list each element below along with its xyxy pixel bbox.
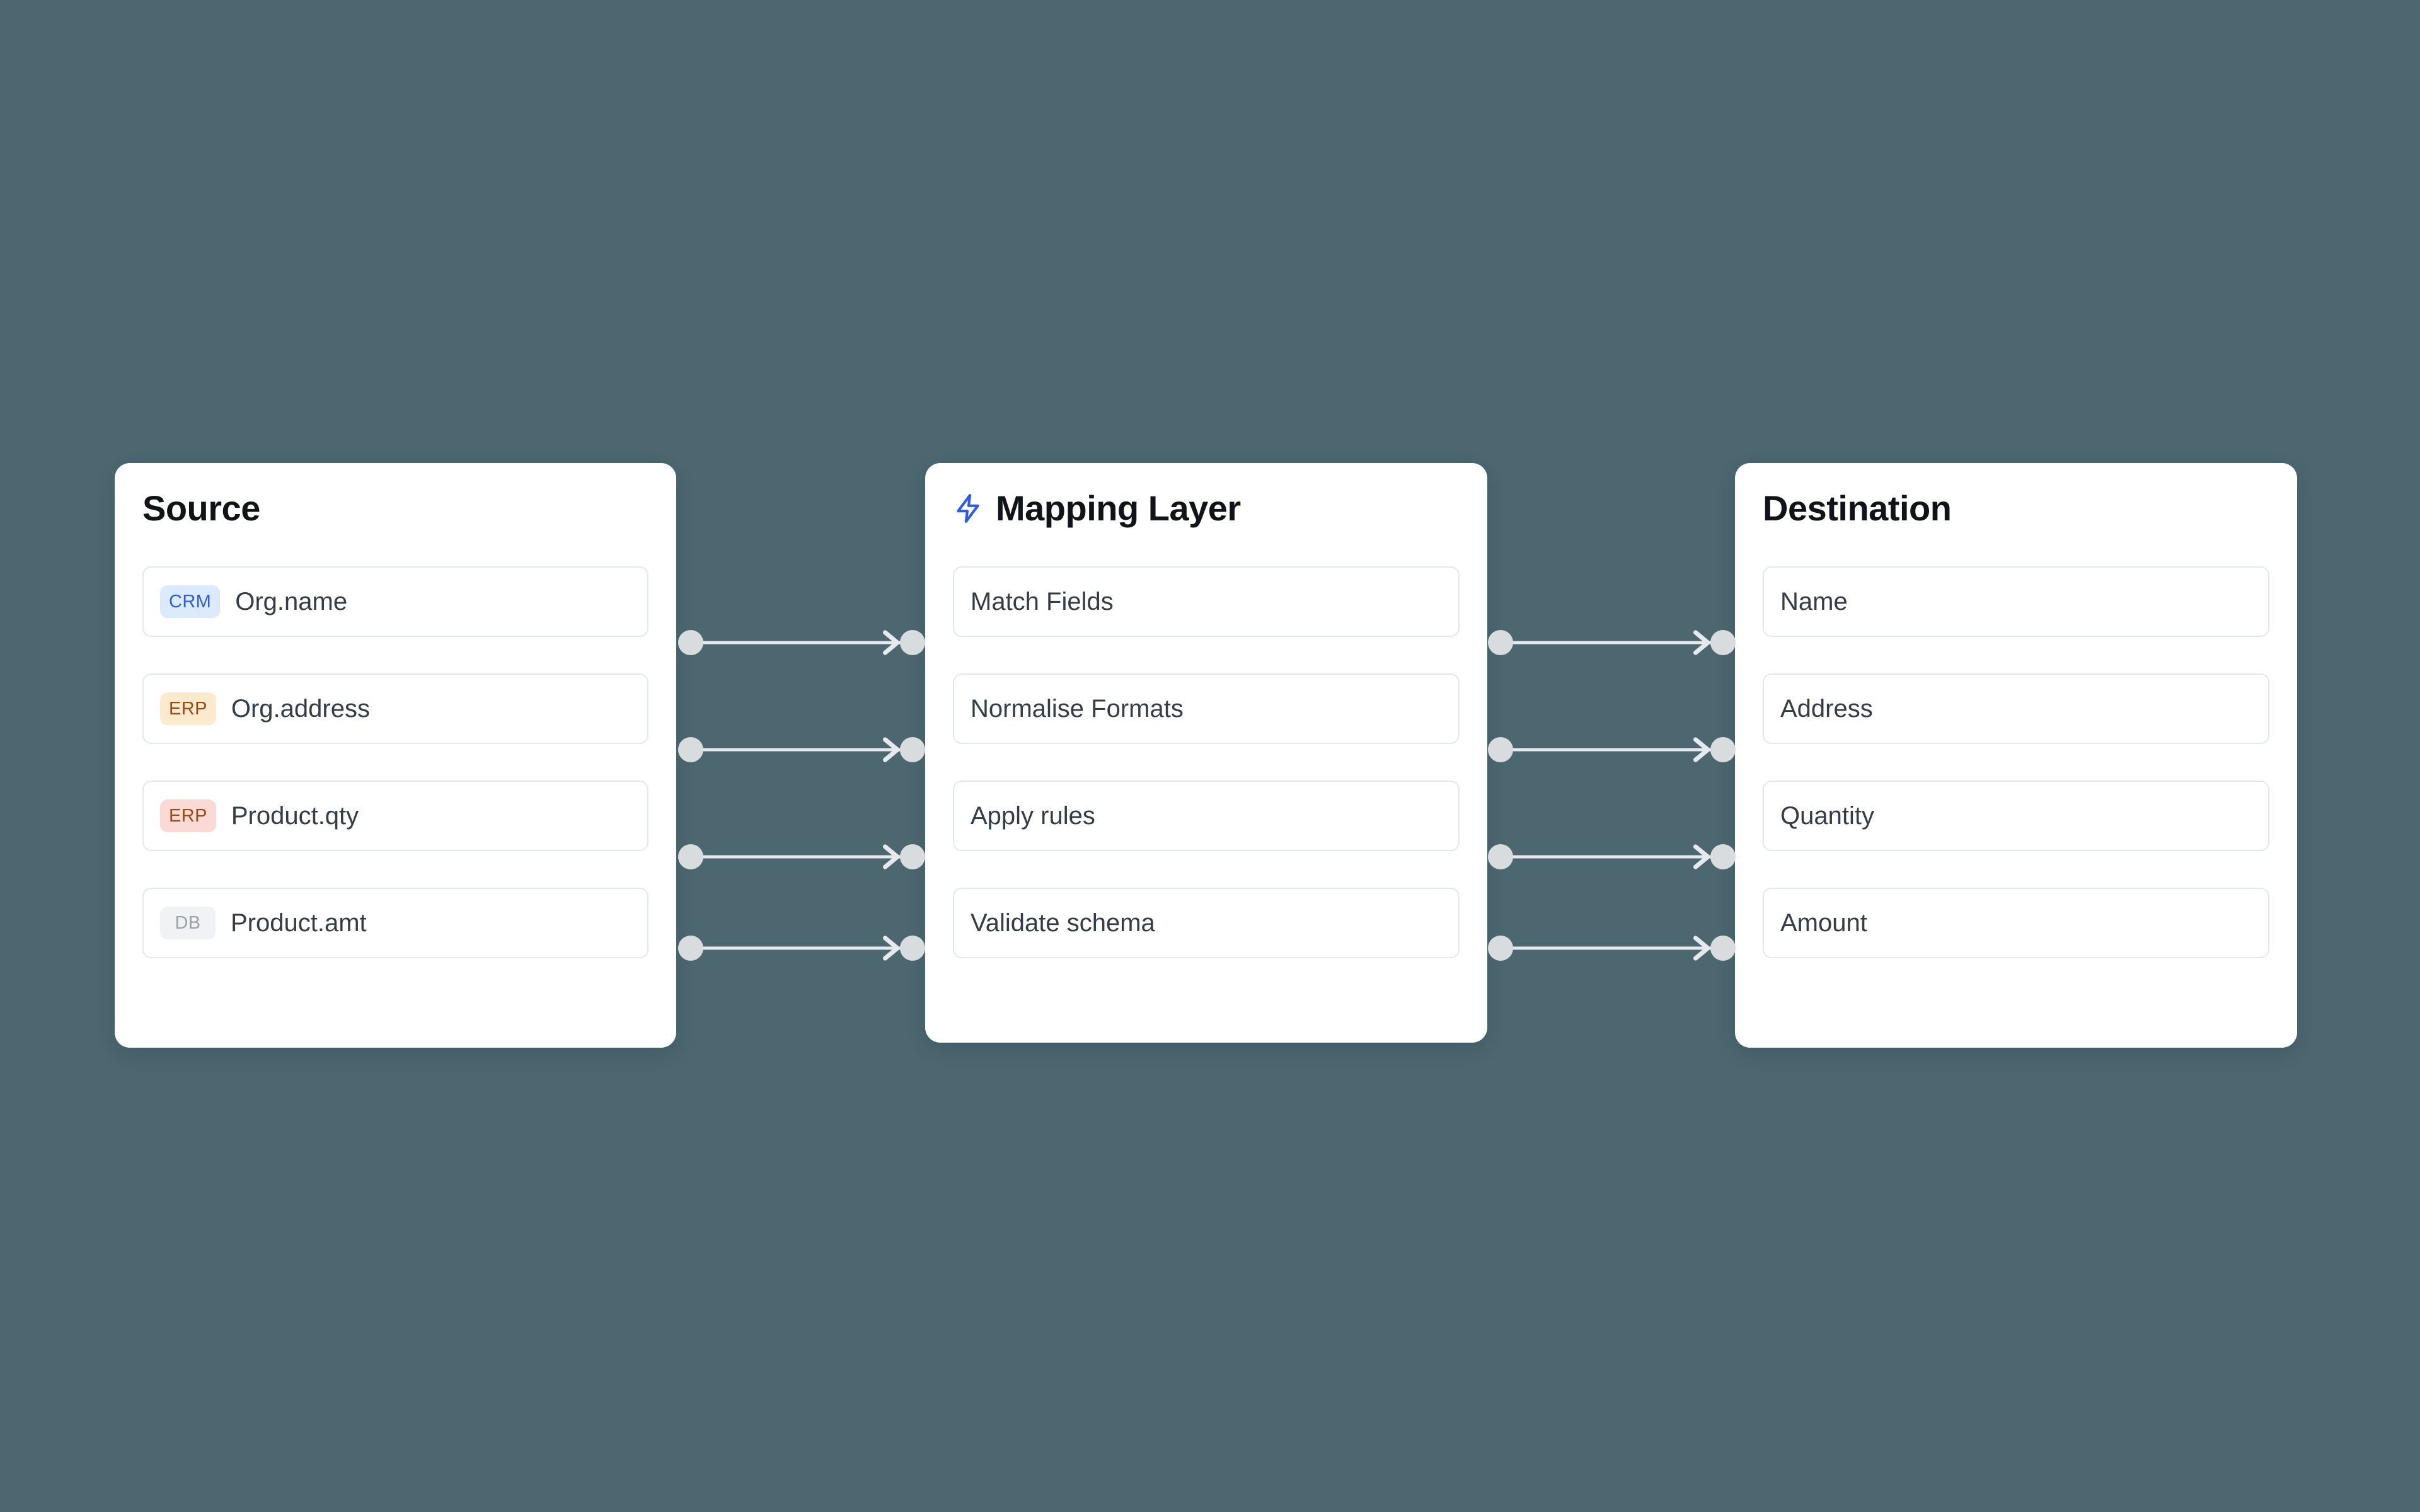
- mapping-row-match-fields[interactable]: Match Fields: [953, 566, 1460, 637]
- source-card: Source CRM Org.name ERP Org.address ERP …: [115, 463, 676, 1048]
- destination-row-label: Amount: [1780, 909, 1867, 937]
- mapping-row-label: Match Fields: [971, 588, 1114, 616]
- connector-dot-start: [678, 737, 703, 762]
- source-card-title: Source: [142, 490, 648, 527]
- mapping-title-text: Mapping Layer: [996, 488, 1241, 528]
- destination-row-quantity[interactable]: Quantity: [1763, 781, 2269, 851]
- mapping-layer-card: Mapping Layer Match Fields Normalise For…: [925, 463, 1487, 1043]
- source-to-mapping-connector-4: [678, 936, 925, 961]
- source-row-product-qty[interactable]: ERP Product.qty: [142, 781, 648, 851]
- source-to-mapping-connector-3: [678, 844, 925, 869]
- source-badge-erp: ERP: [160, 799, 216, 832]
- destination-card: Destination Name Address Quantity Amount: [1735, 463, 2297, 1048]
- source-row-label: Org.address: [231, 695, 370, 723]
- source-row-label: Org.name: [235, 588, 348, 616]
- connector-dot-end: [1710, 737, 1736, 762]
- connector-arrowhead: [1693, 630, 1710, 655]
- connector-arrowhead: [1693, 737, 1710, 762]
- connector-dot-end: [900, 936, 925, 961]
- source-row-label: Product.qty: [231, 802, 359, 830]
- mapping-card-title: Mapping Layer: [953, 490, 1460, 527]
- destination-row-label: Quantity: [1780, 802, 1874, 830]
- zap-icon: [957, 494, 979, 523]
- mapping-to-destination-connector-3: [1488, 844, 1736, 869]
- destination-field-list: Name Address Quantity Amount: [1763, 566, 2269, 958]
- source-to-mapping-connector-1: [678, 630, 925, 655]
- mapping-to-destination-connector-1: [1488, 630, 1736, 655]
- connector-dot-start: [1488, 936, 1513, 961]
- mapping-row-apply-rules[interactable]: Apply rules: [953, 781, 1460, 851]
- source-badge-erp: ERP: [160, 692, 216, 725]
- connector-dot-end: [1710, 936, 1736, 961]
- mapping-to-destination-connector-4: [1488, 936, 1736, 961]
- connector-arrowhead: [883, 936, 900, 961]
- mapping-row-label: Normalise Formats: [971, 695, 1184, 723]
- connector-arrowhead: [883, 630, 900, 655]
- destination-row-name[interactable]: Name: [1763, 566, 2269, 637]
- destination-title-text: Destination: [1763, 488, 1952, 528]
- destination-row-label: Name: [1780, 588, 1848, 616]
- mapping-step-list: Match Fields Normalise Formats Apply rul…: [953, 566, 1460, 958]
- connector-arrowhead: [883, 844, 900, 869]
- connector-dot-end: [900, 737, 925, 762]
- source-row-label: Product.amt: [231, 909, 367, 937]
- source-row-org-name[interactable]: CRM Org.name: [142, 566, 648, 637]
- destination-row-address[interactable]: Address: [1763, 673, 2269, 744]
- connector-dot-start: [1488, 737, 1513, 762]
- source-badge-crm: CRM: [160, 585, 221, 618]
- connector-dot-end: [900, 844, 925, 869]
- mapping-row-validate-schema[interactable]: Validate schema: [953, 888, 1460, 958]
- source-title-text: Source: [142, 488, 260, 528]
- connector-arrowhead: [1693, 844, 1710, 869]
- mapping-row-normalise-formats[interactable]: Normalise Formats: [953, 673, 1460, 744]
- destination-card-title: Destination: [1763, 490, 2269, 527]
- mapping-to-destination-connector-2: [1488, 737, 1736, 762]
- connector-dot-end: [1710, 630, 1736, 655]
- source-badge-db: DB: [160, 907, 216, 939]
- connector-dot-start: [678, 936, 703, 961]
- connector-dot-start: [1488, 844, 1513, 869]
- connector-dot-end: [900, 630, 925, 655]
- mapping-row-label: Validate schema: [971, 909, 1155, 937]
- source-field-list: CRM Org.name ERP Org.address ERP Product…: [142, 566, 648, 958]
- mapping-row-label: Apply rules: [971, 802, 1095, 830]
- source-row-org-address[interactable]: ERP Org.address: [142, 673, 648, 744]
- source-to-mapping-connector-2: [678, 737, 925, 762]
- connector-dot-start: [1488, 630, 1513, 655]
- connector-dot-start: [678, 630, 703, 655]
- connector-arrowhead: [883, 737, 900, 762]
- connector-arrowhead: [1693, 936, 1710, 961]
- destination-row-amount[interactable]: Amount: [1763, 888, 2269, 958]
- connector-dot-end: [1710, 844, 1736, 869]
- source-row-product-amt[interactable]: DB Product.amt: [142, 888, 648, 958]
- connector-dot-start: [678, 844, 703, 869]
- destination-row-label: Address: [1780, 695, 1873, 723]
